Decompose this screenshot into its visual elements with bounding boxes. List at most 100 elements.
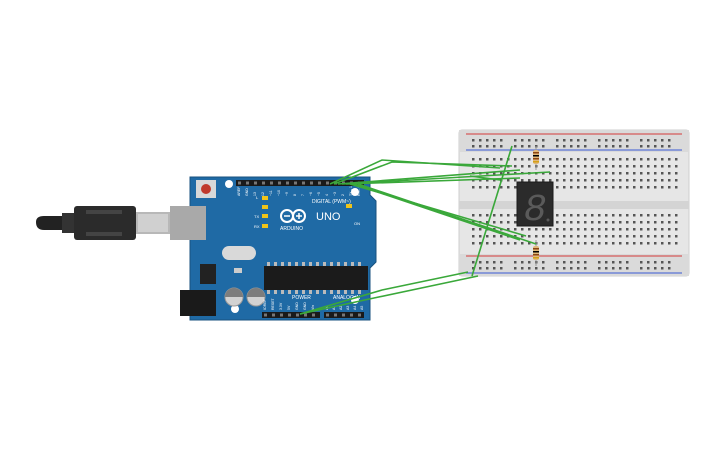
breadboard-hole (626, 179, 629, 182)
chip-pin (295, 290, 298, 294)
wire[interactable] (337, 169, 521, 185)
header-pin (272, 313, 275, 317)
breadboard-hole (493, 165, 496, 168)
breadboard-hole (570, 158, 573, 161)
power-rail-hole (584, 267, 587, 270)
power-rail-hole (472, 261, 475, 264)
arduino-uno-board[interactable]: ARDUINO UNO DIGITAL (PWM~) POWER ANALOG … (170, 176, 377, 321)
breadboard-hole (598, 158, 601, 161)
digital-pin-label: 7 (301, 194, 305, 196)
power-rail-hole (542, 139, 545, 142)
breadboard-hole (549, 158, 552, 161)
header-pin (270, 181, 273, 185)
breadboard-hole (549, 179, 552, 182)
power-rail-hole (535, 139, 538, 142)
power-rail-hole (493, 139, 496, 142)
breadboard-hole (675, 186, 678, 189)
breadboard-hole (661, 242, 664, 245)
breadboard-hole (626, 158, 629, 161)
breadboard-hole (514, 158, 517, 161)
chip-pin (358, 290, 361, 294)
wire[interactable] (357, 183, 537, 245)
breadboard-hole (556, 228, 559, 231)
breadboard-hole (647, 172, 650, 175)
analog-pin-label: A5 (360, 306, 364, 310)
breadboard-hole (633, 228, 636, 231)
breadboard-hole (493, 158, 496, 161)
chip-pin (316, 290, 319, 294)
power-rail-hole (563, 267, 566, 270)
wires[interactable] (299, 145, 551, 315)
breadboard-hole (661, 165, 664, 168)
chip-pin (323, 262, 326, 266)
power-rail-hole (479, 267, 482, 270)
power-rail-hole (528, 261, 531, 264)
wire[interactable] (469, 175, 501, 181)
breadboard-hole (486, 242, 489, 245)
breadboard-hole (584, 228, 587, 231)
resistor-bottom[interactable] (533, 240, 539, 266)
power-rail-hole (640, 261, 643, 264)
analog-pin-label: A3 (346, 306, 350, 310)
wire[interactable] (333, 161, 513, 185)
wire[interactable] (299, 275, 479, 315)
wire[interactable] (299, 271, 469, 315)
breadboard-hole (612, 158, 615, 161)
power-rail-hole (556, 261, 559, 264)
seven-segment-display[interactable]: 8 (516, 181, 554, 232)
breadboard-hole (493, 214, 496, 217)
power-rail-hole (647, 139, 650, 142)
breadboard-hole (500, 158, 503, 161)
breadboard-hole (647, 221, 650, 224)
breadboard-hole (605, 158, 608, 161)
breadboard-hole (528, 242, 531, 245)
digital-pin-label: ~3 (333, 192, 337, 196)
power-rail-hole (640, 139, 643, 142)
usb-cable[interactable] (36, 206, 170, 240)
breadboard-hole (570, 179, 573, 182)
breadboard-hole (556, 242, 559, 245)
wire[interactable] (471, 145, 513, 277)
resistor-top[interactable] (533, 146, 539, 170)
breadboard-hole (626, 186, 629, 189)
wire[interactable] (353, 183, 521, 241)
wire[interactable] (341, 171, 551, 185)
breadboard-hole (486, 235, 489, 238)
breadboard-hole (584, 158, 587, 161)
breadboard-hole (584, 165, 587, 168)
power-rail-hole (612, 145, 615, 148)
breadboard-hole (472, 228, 475, 231)
breadboard-hole (605, 221, 608, 224)
wire[interactable] (329, 159, 501, 185)
breadboard-hole (472, 235, 475, 238)
breadboard-hole (500, 214, 503, 217)
power-rail-hole (493, 267, 496, 270)
power-rail-hole (647, 145, 650, 148)
power-rail-hole (521, 267, 524, 270)
breadboard-hole (479, 158, 482, 161)
digital-pin-label: ~9 (285, 192, 289, 196)
regulator (200, 264, 216, 284)
header-pin (238, 181, 241, 185)
breadboard-hole (661, 221, 664, 224)
breadboard-hole (619, 158, 622, 161)
breadboard-hole (591, 165, 594, 168)
chip-pin (351, 262, 354, 266)
breadboard-hole (570, 228, 573, 231)
breadboard-hole (542, 228, 545, 231)
breadboard-hole (591, 242, 594, 245)
power-rail-hole (542, 145, 545, 148)
power-rail-hole (514, 267, 517, 270)
breadboard-hole (640, 186, 643, 189)
breadboard-hole (577, 165, 580, 168)
power-rail-hole (479, 261, 482, 264)
chip-pin (267, 262, 270, 266)
breadboard[interactable] (458, 129, 690, 277)
breadboard-hole (633, 186, 636, 189)
breadboard-hole (675, 172, 678, 175)
breadboard-hole (514, 186, 517, 189)
breadboard-hole (528, 228, 531, 231)
breadboard-hole (493, 186, 496, 189)
breadboard-hole (528, 235, 531, 238)
breadboard-hole (493, 172, 496, 175)
